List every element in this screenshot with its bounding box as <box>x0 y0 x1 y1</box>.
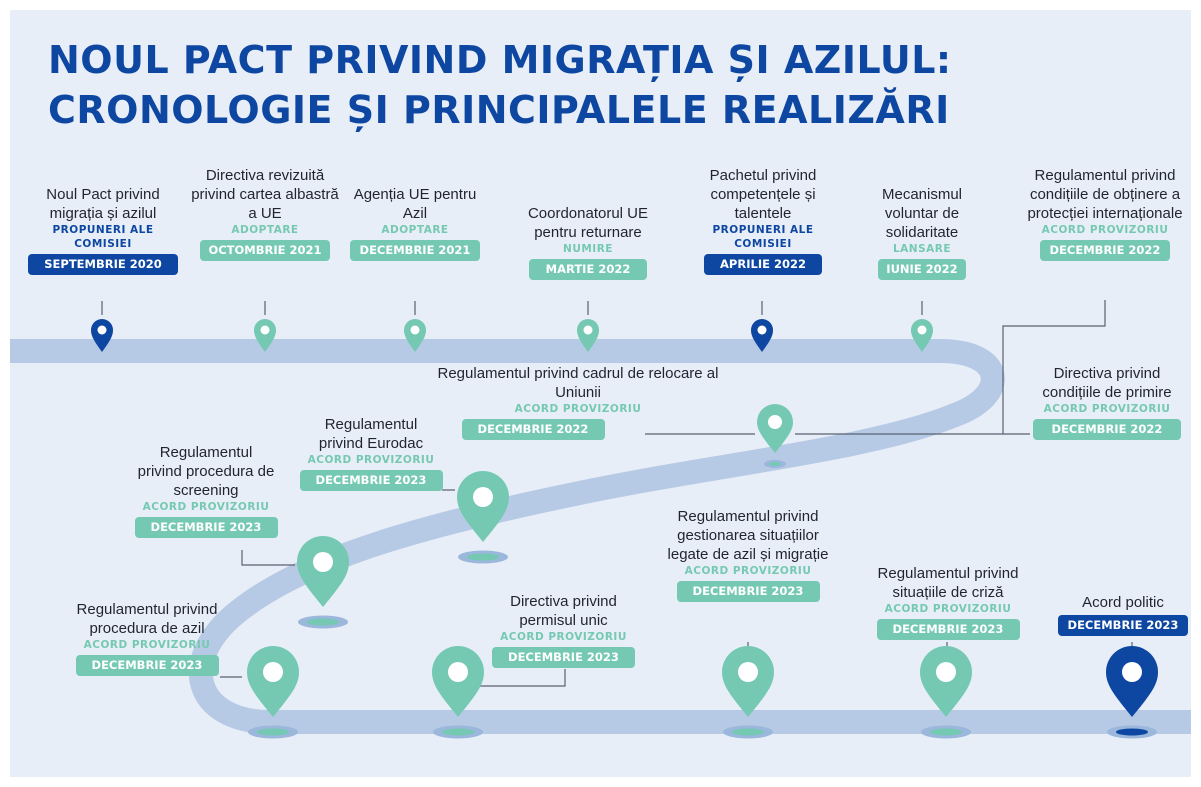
milestone-date-badge: SEPTEMBRIE 2020 <box>28 254 178 275</box>
milestone-label: Mecanismul voluntar de solidaritate <box>881 186 963 241</box>
milestone-date-badge: APRILIE 2022 <box>704 254 822 275</box>
milestone-asylum-procedure: Regulamentul privind procedura de azil A… <box>62 600 232 676</box>
milestone-label: Noul Pact privind migrația și azilul <box>46 186 160 222</box>
infographic: NOUL PACT PRIVIND MIGRAȚIA ȘI AZILUL: CR… <box>10 10 1191 777</box>
milestone-status: ADOPTARE <box>381 224 449 236</box>
timeline-road <box>10 300 1191 734</box>
location-pin-icon <box>432 646 484 739</box>
road-path <box>10 339 1191 734</box>
milestone-label: Coordonatorul UE pentru returnare <box>527 205 649 241</box>
milestone-date-badge: DECEMBRIE 2023 <box>75 655 219 676</box>
milestone-date-badge: DECEMBRIE 2022 <box>461 419 605 440</box>
milestone-status: LANSARE <box>892 243 952 255</box>
milestone-status: PROPUNERI ALE COMISIEI <box>52 224 154 250</box>
milestone-label: Directiva privind permisul unic <box>510 593 617 629</box>
milestone-status: ACORD PROVIZORIU <box>884 603 1012 615</box>
location-pin-icon <box>911 319 933 352</box>
milestone-label: Regulamentul privind condițiile de obțin… <box>1027 167 1183 222</box>
milestone-date-badge: DECEMBRIE 2023 <box>876 619 1020 640</box>
location-pin-icon <box>757 404 793 468</box>
milestone-crisis: Regulamentul privind situațiile de criză… <box>862 564 1034 640</box>
milestone-status: ACORD PROVIZORIU <box>514 403 642 415</box>
milestone-date-badge: OCTOMBRIE 2021 <box>200 240 330 261</box>
milestone-status: ACORD PROVIZORIU <box>307 454 435 466</box>
milestone-solidarity: Mecanismul voluntar de solidaritate LANS… <box>862 185 982 280</box>
milestone-date-badge: DECEMBRIE 2022 <box>1033 419 1181 440</box>
milestone-return-coordinator: Coordonatorul UE pentru returnare NUMIRE… <box>510 204 666 280</box>
connector-lines <box>101 300 1133 687</box>
location-pin-icon <box>920 646 972 739</box>
milestone-qualification: Regulamentul privind condițiile de obțin… <box>1025 166 1185 261</box>
milestone-label: Agenția UE pentru Azil <box>353 186 477 222</box>
milestone-label: Regulamentul privind gestionarea situați… <box>667 508 829 563</box>
milestone-pact: Noul Pact privind migrația și azilul PRO… <box>25 185 181 275</box>
milestone-eurodac: Regulamentul privind Eurodac ACORD PROVI… <box>298 415 444 491</box>
milestone-date-badge: DECEMBRIE 2022 <box>1040 240 1170 261</box>
location-pin-icon <box>1106 646 1158 739</box>
milestone-single-permit: Directiva privind permisul unic ACORD PR… <box>491 592 636 668</box>
connector-screening <box>241 550 295 566</box>
location-pin-icon <box>722 646 774 739</box>
milestone-label: Acord politic <box>1082 594 1164 611</box>
connector-single-permit <box>480 669 566 687</box>
milestone-asylum-migration-management: Regulamentul privind gestionarea situați… <box>658 507 838 602</box>
location-pin-icon <box>297 536 349 629</box>
milestone-date-badge: DECEMBRIE 2023 <box>299 470 443 491</box>
milestone-date-badge: DECEMBRIE 2023 <box>492 647 635 668</box>
milestone-status: ACORD PROVIZORIU <box>1043 403 1171 415</box>
milestone-label: Pachetul privind competențele și talente… <box>709 167 817 222</box>
milestone-label: Regulamentul privind procedura de screen… <box>137 444 275 499</box>
location-pin-icon <box>91 319 113 352</box>
milestone-label: Regulamentul privind cadrul de relocare … <box>437 365 719 401</box>
milestone-label: Regulamentul privind procedura de azil <box>76 601 218 637</box>
milestone-status: ACORD PROVIZORIU <box>83 639 211 651</box>
milestone-reception: Directiva privind condițiile de primire … <box>1022 364 1191 440</box>
milestone-screening: Regulamentul privind procedura de screen… <box>130 443 282 538</box>
milestone-political-agreement: Acord politic DECEMBRIE 2023 <box>1055 593 1191 636</box>
milestone-date-badge: DECEMBRIE 2023 <box>134 517 278 538</box>
location-pin-icon <box>457 471 509 564</box>
location-pin-icon <box>254 319 276 352</box>
milestone-status: ADOPTARE <box>231 224 299 236</box>
milestone-label: Directiva revizuită privind cartea albas… <box>191 167 339 222</box>
location-pin-icon <box>751 319 773 352</box>
milestone-status: ACORD PROVIZORIU <box>500 631 627 643</box>
milestone-date-badge: DECEMBRIE 2023 <box>676 581 820 602</box>
milestone-date-badge: IUNIE 2022 <box>878 259 966 280</box>
milestone-status: ACORD PROVIZORIU <box>684 565 812 577</box>
location-pin-icon <box>247 646 299 739</box>
milestone-asylum-agency: Agenția UE pentru Azil ADOPTARE DECEMBRI… <box>345 185 485 261</box>
location-pin-icon <box>577 319 599 352</box>
milestone-status: PROPUNERI ALE COMISIEI <box>712 224 814 250</box>
milestone-date-badge: DECEMBRIE 2023 <box>1058 615 1188 636</box>
milestone-label: Regulamentul privind Eurodac <box>318 416 424 452</box>
milestone-label: Directiva privind condițiile de primire <box>1042 365 1172 401</box>
milestone-status: ACORD PROVIZORIU <box>1041 224 1169 236</box>
milestone-date-badge: MARTIE 2022 <box>529 259 647 280</box>
location-pin-icon <box>404 319 426 352</box>
milestone-date-badge: DECEMBRIE 2021 <box>350 240 480 261</box>
milestone-status: NUMIRE <box>563 243 613 255</box>
milestone-label: Regulamentul privind situațiile de criză <box>877 565 1019 601</box>
title-line-2: CRONOLOGIE ȘI PRINCIPALELE REALIZĂRI <box>48 88 950 132</box>
title-line-1: NOUL PACT PRIVIND MIGRAȚIA ȘI AZILUL: <box>48 38 952 82</box>
milestone-blue-card: Directiva revizuită privind cartea albas… <box>190 166 340 261</box>
milestone-resettlement: Regulamentul privind cadrul de relocare … <box>418 364 738 440</box>
milestone-skills-package: Pachetul privind competențele și talente… <box>685 166 841 275</box>
milestone-status: ACORD PROVIZORIU <box>142 501 270 513</box>
connector-qualification <box>1002 300 1106 434</box>
